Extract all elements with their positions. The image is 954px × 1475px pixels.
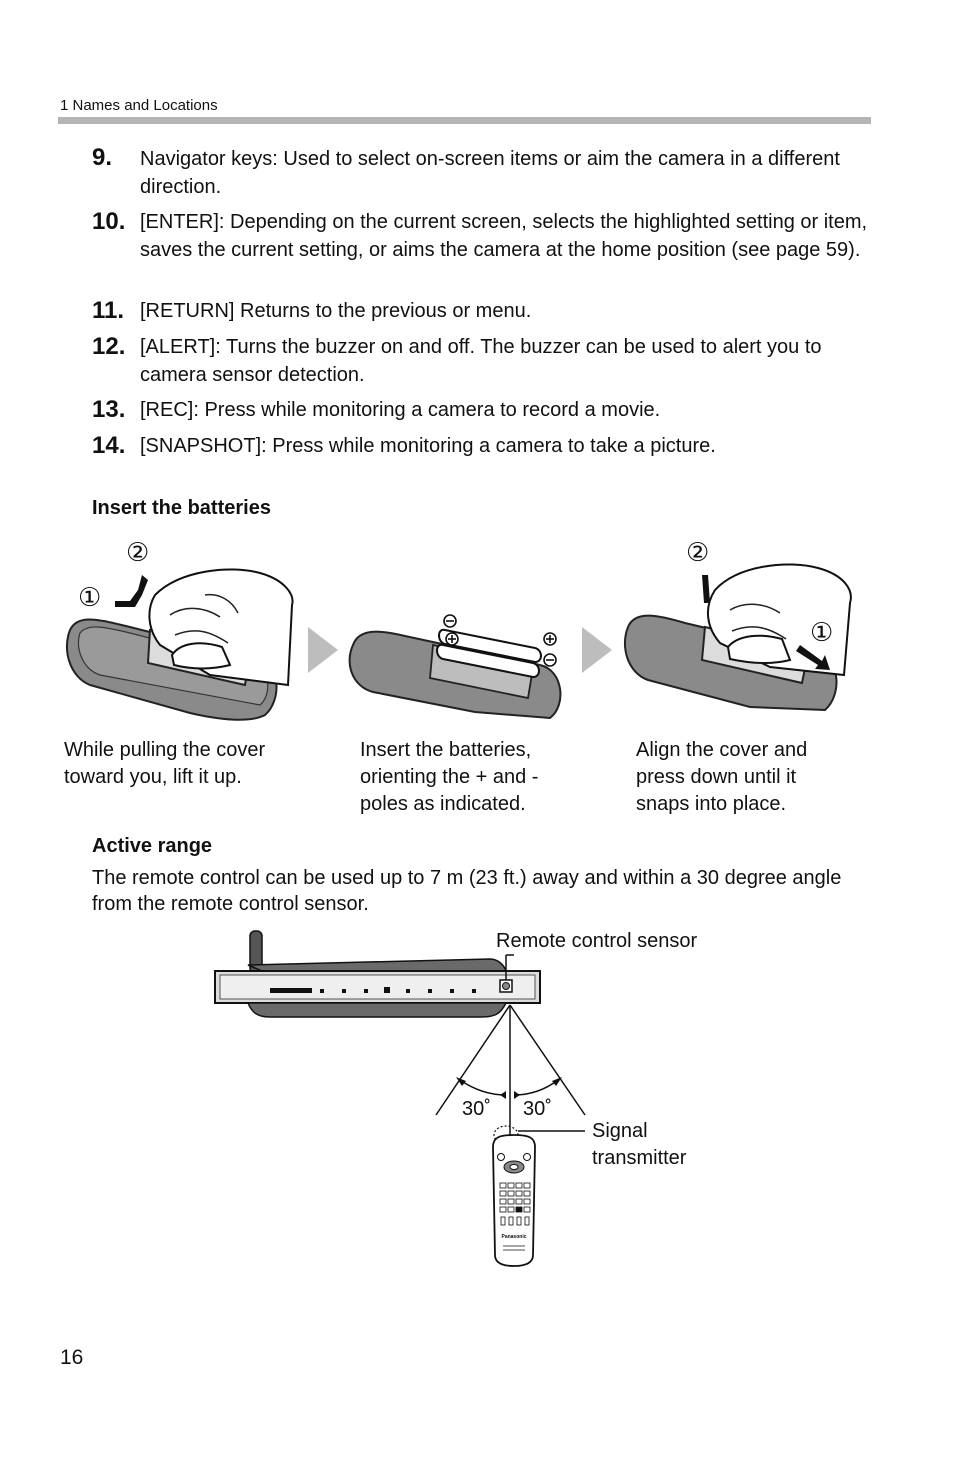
active-range-text: The remote control can be used up to 7 m…	[92, 867, 842, 915]
page-number: 16	[60, 1346, 84, 1369]
step-arrow-icon	[308, 627, 338, 673]
item-text: Navigator keys: Used to select on-screen…	[140, 148, 840, 198]
item-text: [REC]: Press while monitoring a camera t…	[140, 399, 661, 421]
battery-step-3-illustration	[623, 563, 852, 712]
marker-1: ①	[78, 582, 102, 612]
item-number: 13.	[92, 396, 126, 423]
active-range-diagram: 30˚ 30˚ Panasonic	[214, 930, 586, 1267]
signal-transmitter-label-line-1: Signal	[592, 1120, 648, 1142]
item-number: 12.	[92, 333, 126, 360]
header-rule	[58, 117, 871, 124]
angle-right-label: 30˚	[523, 1098, 552, 1120]
angle-left-label: 30˚	[462, 1098, 491, 1120]
battery-step-1-caption: While pulling the cover toward you, lift…	[64, 739, 266, 788]
item-text: [RETURN] Returns to the previous or menu…	[140, 300, 532, 322]
running-header: 1 Names and Locations	[60, 97, 218, 114]
battery-step-1-illustration	[65, 568, 294, 721]
item-text: [ENTER]: Depending on the current screen…	[140, 211, 868, 261]
item-number: 14.	[92, 432, 126, 459]
marker-1: ①	[810, 617, 834, 647]
step-arrow-icon	[582, 627, 612, 673]
item-number: 9.	[92, 144, 113, 171]
item-number: 11.	[92, 297, 125, 324]
battery-step-2-caption: Insert the batteries, orienting the + an…	[360, 739, 539, 815]
battery-step-2-illustration	[348, 614, 562, 720]
active-range-heading: Active range	[92, 835, 213, 857]
marker-2: ②	[686, 537, 710, 567]
item-text: [SNAPSHOT]: Press while monitoring a cam…	[140, 435, 716, 457]
item-text: [ALERT]: Turns the buzzer on and off. Th…	[140, 336, 822, 386]
signal-transmitter-label: Signal transmitter	[592, 1118, 686, 1172]
remote-control-sensor-label: Remote control sensor	[496, 930, 698, 952]
item-number: 10.	[92, 208, 126, 235]
battery-step-3-caption: Align the cover and press down until it …	[636, 739, 808, 815]
remote-brand-logo: Panasonic	[501, 1234, 526, 1240]
signal-transmitter-label-line-2: transmitter	[592, 1147, 687, 1169]
marker-2: ②	[126, 537, 150, 567]
batteries-heading: Insert the batteries	[92, 497, 271, 519]
